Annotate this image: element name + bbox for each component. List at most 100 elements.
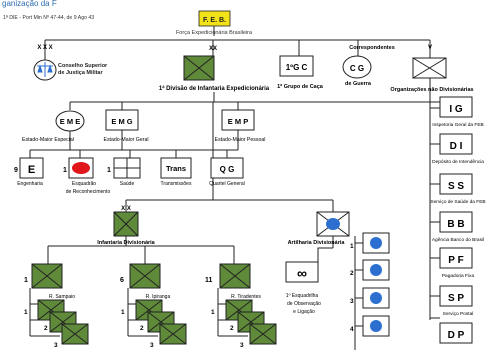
eme-label: E M E bbox=[60, 117, 80, 126]
artillery-group-dot-icon bbox=[370, 237, 382, 249]
header-fragment: ganização da F bbox=[2, 0, 57, 8]
non-divisional-list: I G Inspetoria Geral da FEB D I Depósito… bbox=[430, 96, 486, 344]
battalion-number: 3 bbox=[54, 342, 58, 349]
inf-mark: X X bbox=[121, 206, 131, 212]
nd-caption: Inspetoria Geral da FEB bbox=[432, 122, 483, 128]
qg-caption: Quartel General bbox=[209, 181, 245, 187]
nd-label: I G bbox=[449, 104, 463, 115]
regiment-cross-icon bbox=[219, 263, 251, 289]
nd-caption: Serviço Postal bbox=[443, 311, 474, 317]
nd-label: P F bbox=[448, 255, 463, 266]
recon-caption: Esquadrão bbox=[72, 181, 96, 187]
nd-label: D I bbox=[450, 141, 463, 152]
battalion-number: 3 bbox=[240, 342, 244, 349]
org-caption: Organizações não Divisionárias bbox=[390, 87, 473, 93]
saude-caption: Saúde bbox=[120, 181, 135, 187]
org-cross-icon bbox=[412, 57, 447, 79]
nd-box bbox=[439, 96, 473, 118]
conselho-mark: X X X bbox=[37, 45, 52, 51]
regiment-caption: R. Ipiranga bbox=[146, 294, 171, 300]
regiment-cross-icon bbox=[129, 263, 161, 289]
qg-label: Q G bbox=[220, 165, 235, 174]
battalion-number: 1 bbox=[24, 309, 28, 316]
regiment-number: 11 bbox=[205, 277, 213, 284]
regiment-number: 1 bbox=[24, 277, 28, 284]
eme-caption: Estado-Maior Especial bbox=[22, 137, 74, 143]
division-cross-icon bbox=[183, 55, 215, 81]
feb-label: F. E. B. bbox=[203, 17, 226, 24]
artillery-group-dot-icon bbox=[370, 264, 382, 276]
cg-label: C G bbox=[350, 64, 364, 73]
saude-number: 1 bbox=[107, 167, 111, 174]
artillery-group-number: 4 bbox=[350, 326, 354, 333]
nd-label: D P bbox=[448, 330, 465, 341]
gc-caption: 1º Grupo de Caça bbox=[277, 84, 324, 90]
emg-caption: Estado-Maior Geral bbox=[104, 137, 149, 143]
emg-box bbox=[105, 109, 139, 131]
liaison-caption3: e Ligação bbox=[293, 309, 315, 315]
artillery-group-number: 1 bbox=[350, 243, 354, 250]
battalion-cross-icon bbox=[61, 323, 89, 345]
battalion-number: 3 bbox=[150, 342, 154, 349]
artillery-groups: 1 2 3 4 bbox=[350, 232, 390, 337]
regiment-caption: R. Tiradentes bbox=[231, 294, 261, 300]
trans-box bbox=[160, 157, 192, 179]
eng-number: 9 bbox=[14, 167, 18, 174]
recon-icon bbox=[72, 162, 90, 174]
div-label: 1ª Divisão de Infantaria Expedicionária bbox=[159, 85, 270, 92]
trans-caption: Transmissões bbox=[161, 181, 192, 187]
eng-caption: Engenharia bbox=[17, 181, 43, 187]
liaison-caption1: 1º Esquadrilha bbox=[286, 293, 319, 299]
nd-box bbox=[439, 211, 473, 233]
nd-box bbox=[439, 285, 473, 307]
infantry-cross-icon bbox=[113, 211, 139, 237]
regiment-cross-icon bbox=[31, 263, 63, 289]
emg-label: E M G bbox=[111, 117, 132, 126]
conselho-label1: Conselho Superior bbox=[58, 63, 108, 69]
cg-caption-bottom: de Guerra bbox=[345, 81, 372, 87]
artillery-label: Artilharia Divisionária bbox=[288, 240, 346, 246]
regiment-1: 1 R. Sampaio 1 2 3 bbox=[24, 263, 89, 349]
emp-caption: Estado-Maior Pessoal bbox=[215, 137, 266, 143]
connector-lines bbox=[29, 25, 440, 350]
liaison-icon: ∞ bbox=[297, 265, 307, 281]
nd-box bbox=[439, 133, 473, 155]
artillery-dot-icon bbox=[326, 218, 340, 230]
cg-ellipse bbox=[342, 55, 372, 79]
artillery-group-number: 2 bbox=[350, 270, 354, 277]
conselho-label2: de Justiça Militar bbox=[58, 70, 103, 76]
nd-box bbox=[439, 173, 473, 195]
battalion-number: 1 bbox=[121, 309, 125, 316]
nd-box bbox=[439, 322, 473, 344]
scales-icon bbox=[37, 62, 53, 77]
nd-label: S S bbox=[448, 181, 464, 192]
nd-label: S P bbox=[448, 293, 464, 304]
feb-caption: Força Expedicionária Brasileira bbox=[176, 30, 253, 36]
liaison-caption2: de Observação bbox=[287, 301, 321, 307]
source-note: 1ª DIE - Port Min Nº 47-44, de 9 Ago 43 bbox=[3, 15, 94, 21]
medical-cross-icon bbox=[114, 158, 140, 178]
artillery-group-dot-icon bbox=[370, 320, 382, 332]
div-mark: XX bbox=[209, 46, 217, 52]
qg-box bbox=[210, 157, 244, 179]
recon-number: 1 bbox=[63, 167, 67, 174]
nd-caption: Serviço de Saúde da FEB bbox=[430, 199, 485, 205]
battalion-number: 2 bbox=[140, 325, 144, 332]
artillery-group-number: 3 bbox=[350, 298, 354, 305]
recon-caption2: de Reconhecimento bbox=[66, 189, 111, 195]
nd-box bbox=[439, 247, 473, 269]
feb-box bbox=[198, 10, 231, 27]
liaison-box bbox=[285, 261, 319, 283]
gc-box bbox=[279, 55, 314, 77]
battalion-number: 2 bbox=[230, 325, 234, 332]
eng-label: E bbox=[28, 164, 35, 176]
org-mark: V bbox=[428, 45, 432, 51]
regiment-caption: R. Sampaio bbox=[49, 294, 75, 300]
emp-box bbox=[221, 109, 255, 131]
battalion-cross-icon bbox=[159, 323, 187, 345]
emp-label: E M P bbox=[228, 117, 248, 126]
regiment-6: 6 R. Ipiranga 1 2 3 bbox=[120, 263, 187, 349]
nd-label: B B bbox=[447, 219, 464, 230]
eng-box bbox=[19, 157, 44, 179]
